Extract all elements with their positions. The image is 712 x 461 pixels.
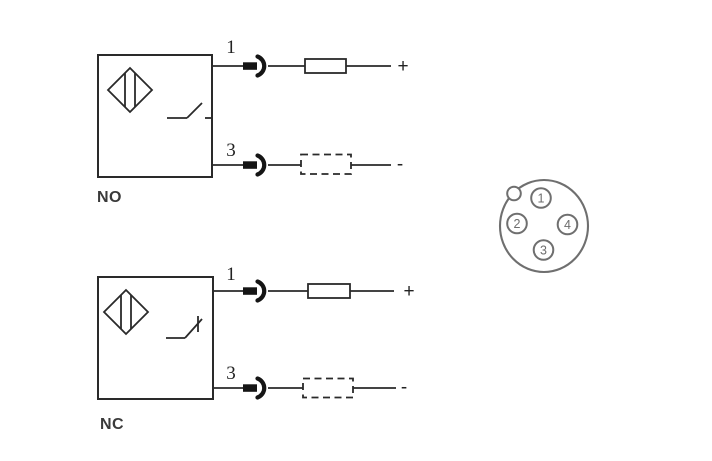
proximity-sensor-icon [102,288,150,336]
pin-number: 1 [538,192,545,206]
connector-pinout: 1 2 4 3 [498,178,590,274]
keying-notch-icon [506,185,522,202]
wire-number-label: 1 [226,37,236,58]
circuit-label-nc: NC [100,416,124,433]
nc-switch-icon [166,316,203,339]
wire-number-label: 3 [226,363,236,384]
connector-body-outline [498,178,590,274]
wire-number-label: 1 [226,264,236,285]
connector-pin-1: 1 [530,187,552,209]
load-resistor-icon [307,283,351,299]
connector-pin-4: 4 [556,213,579,236]
pin-number: 3 [540,244,547,258]
circuit-label-no: NO [97,189,122,206]
pin-number: 2 [514,217,521,231]
positive-wire: 1 + [212,37,409,78]
polarity-plus-label: + [403,281,414,302]
connector-pin-2: 2 [506,212,528,235]
load-dashed-icon [302,377,354,399]
connector-plug-icon [243,279,267,303]
sensor-body-outline [97,276,214,400]
load-dashed-icon [300,153,352,175]
connector-plug-icon [243,54,267,78]
polarity-minus-label: - [401,377,407,398]
pin-number: 4 [564,218,571,232]
polarity-minus-label: - [397,154,403,175]
nc-circuit-diagram: 1 + 3 - NC [97,264,415,433]
connector-plug-icon [243,376,267,400]
no-switch-icon [167,102,212,119]
proximity-sensor-icon [106,66,154,114]
negative-wire: 3 - [212,140,403,177]
positive-wire: 1 + [213,264,415,303]
polarity-plus-label: + [397,56,408,77]
connector-pin-3: 3 [532,239,555,261]
sensor-body-outline [97,54,213,178]
load-resistor-icon [304,58,347,74]
connector-plug-icon [243,153,267,177]
negative-wire: 3 - [213,363,407,400]
no-circuit-diagram: 1 + 3 - NO [97,37,409,206]
wire-number-label: 3 [226,140,236,161]
